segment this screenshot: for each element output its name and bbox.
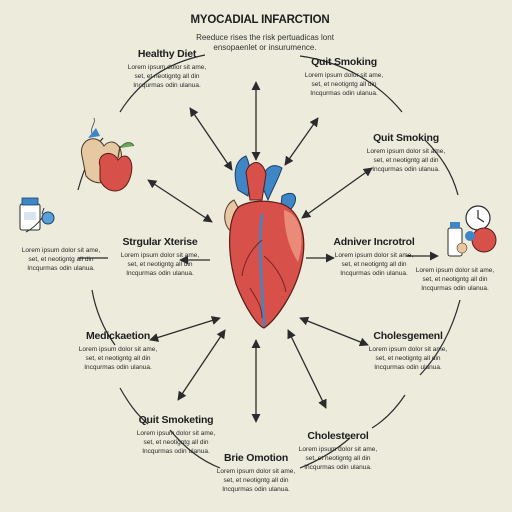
node-text-line: set, et neotigntg all din	[127, 261, 193, 268]
node-text-line: Lorem ipsum dolor sit ame,	[78, 346, 158, 353]
node-text-line: set, et neotigntg all din	[143, 439, 209, 446]
ring-arc-top-right	[299, 55, 403, 113]
arrow-left-upper	[147, 179, 213, 223]
node-text-line: Lorem ipsum dolor sit ame,	[21, 247, 101, 254]
medicine-bottle-icon	[19, 197, 41, 231]
node-text-line: set, et neotigntg all din	[85, 355, 151, 362]
arrow-right-upper	[301, 167, 373, 219]
node-text-line: Lorem ipsum dolor sit ame,	[334, 252, 414, 259]
node-brie-emotion: Brie Omotion Lorem ipsum dolor sit ame, …	[196, 452, 316, 494]
node-text-line: set, et neotigntg all din	[422, 276, 488, 283]
node-heading: Quit Smoking	[373, 132, 439, 144]
ring-arc-right-lower	[419, 299, 461, 376]
node-text-line: set, et neotigntg all din	[223, 477, 289, 484]
node-text: Lorem ipsum dolor sit ame, set, et neoti…	[107, 63, 227, 90]
node-text: Lorem ipsum dolor sit ame, set, et neoti…	[116, 429, 236, 456]
node-text-line: Incqurmas odin ulanua.	[421, 285, 489, 292]
node-stress-exercise: Strgular Xterise Lorem ipsum dolor sit a…	[100, 236, 220, 278]
subtitle-line-1: Reeduce rises the risk pertuadicas lont	[196, 33, 334, 42]
ring-arc-left-lower	[91, 289, 116, 346]
apple-icon	[80, 117, 135, 192]
node-text-line: Lorem ipsum dolor sit ame,	[415, 267, 495, 274]
node-text: Lorem ipsum dolor sit ame, set, et neoti…	[314, 251, 434, 278]
node-heading: Quit Smoking	[311, 56, 377, 68]
node-text-line: Incqurmas odin ulanua.	[142, 448, 210, 455]
diagram-title: MYOCADIAL INFARCTION	[190, 14, 330, 26]
node-heading: Brie Omotion	[223, 452, 289, 464]
node-text: Lorem ipsum dolor sit ame, set, et neoti…	[58, 345, 178, 372]
node-text-line: Lorem ipsum dolor sit ame,	[304, 72, 384, 79]
arrow-up-left	[189, 107, 233, 171]
ring-arc-left-bottom	[119, 387, 149, 425]
outer-ring	[77, 54, 461, 469]
node-text-line: set, et neotigntg all din	[373, 157, 439, 164]
node-text: Lorem ipsum dolor sit ame, set, et neoti…	[284, 71, 404, 98]
ring-arc-bottom-right	[299, 437, 351, 469]
node-medication: Medickaetion Lorem ipsum dolor sit ame, …	[58, 330, 178, 372]
node-quit-smoking-bottom: Quit Smoketing Lorem ipsum dolor sit ame…	[116, 414, 236, 456]
node-text-line: Lorem ipsum dolor sit ame,	[368, 346, 448, 353]
node-text-line: set, et neotigntg all din	[375, 355, 441, 362]
node-text-line: Incqurmas odin ulanua.	[340, 270, 408, 277]
node-text-far-right: Lorem ipsum dolor sit ame, set, et neoti…	[400, 266, 510, 293]
ring-arc-top-left	[119, 54, 206, 113]
node-text-line: Lorem ipsum dolor sit ame,	[366, 148, 446, 155]
ring-arc-right-bottom	[371, 394, 406, 429]
node-text: Lorem ipsum dolor sit ame, set, et neoti…	[100, 251, 220, 278]
node-heading: Cholesgemenl	[373, 330, 443, 342]
node-text-line: Incqurmas odin ulanua.	[374, 364, 442, 371]
node-heading: Strgular Xterise	[122, 236, 198, 248]
clock-icon	[456, 205, 497, 254]
ring-arc-bottom-left	[169, 429, 221, 469]
node-heading: Quit Smoketing	[138, 414, 214, 426]
node-text-line: Incqurmas odin ulanua.	[27, 265, 95, 272]
node-heading: Adniver Incrotrol	[333, 236, 415, 248]
node-text-line: Incqurmas odin ulanua.	[310, 90, 378, 97]
stethoscope-icon	[25, 207, 55, 233]
node-text-line: Incqurmas odin ulanua.	[222, 486, 290, 493]
node-text-line: set, et neotigntg all din	[305, 455, 371, 462]
ring-arc-right-upper	[424, 139, 459, 196]
node-text-line: Lorem ipsum dolor sit ame,	[127, 64, 207, 71]
arrow-down-left	[177, 329, 226, 401]
node-heading: Medickaetion	[85, 330, 151, 342]
node-text-far-left: Lorem ipsum dolor sit ame, set, et neoti…	[6, 246, 116, 273]
node-text: Lorem ipsum dolor sit ame, set, et neoti…	[348, 345, 468, 372]
radial-arrows	[78, 81, 439, 423]
node-quit-smoking-top: Quit Smoking Lorem ipsum dolor sit ame, …	[284, 56, 404, 98]
arrow-right-lower	[299, 316, 369, 347]
node-text: Lorem ipsum dolor sit ame, set, et neoti…	[278, 445, 398, 472]
node-cholesterol-bottom: Cholesteerol Lorem ipsum dolor sit ame, …	[278, 430, 398, 472]
node-text-line: Incqurmas odin ulanua.	[133, 82, 201, 89]
node-text-line: Lorem ipsum dolor sit ame,	[298, 446, 378, 453]
node-text-line: Incqurmas odin ulanua.	[84, 364, 152, 371]
arrow-left-lower	[149, 316, 221, 342]
node-heading: Cholesteerol	[307, 430, 369, 442]
node-text-line: Lorem ipsum dolor sit ame,	[136, 430, 216, 437]
subtitle-line-2: ensopaenlet or insurumence.	[213, 43, 317, 52]
node-text: Lorem ipsum dolor sit ame, set, et neoti…	[346, 147, 466, 174]
node-text-line: Lorem ipsum dolor sit ame,	[216, 468, 296, 475]
arrow-up-right	[284, 117, 319, 166]
node-advise-control: Adniver Incrotrol Lorem ipsum dolor sit …	[314, 236, 434, 278]
arrow-down-right	[287, 329, 327, 409]
node-text-line: set, et neotigntg all din	[28, 256, 94, 263]
node-text-line: set, et neotigntg all din	[311, 81, 377, 88]
node-healthy-diet: Healthy Diet Lorem ipsum dolor sit ame, …	[107, 48, 227, 90]
node-text-line: set, et neotigntg all din	[134, 73, 200, 80]
node-text-line: Incqurmas odin ulanua.	[126, 270, 194, 277]
node-text-line: set, et neotigntg all din	[341, 261, 407, 268]
node-heading: Healthy Diet	[137, 48, 197, 60]
node-text-line: Incqurmas odin ulanua.	[372, 166, 440, 173]
node-text-line: Incqurmas odin ulanua.	[304, 464, 372, 471]
node-quit-smoking-right: Quit Smoking Lorem ipsum dolor sit ame, …	[346, 132, 466, 174]
diagram-subtitle: Reeduce rises the risk pertuadicas lont …	[180, 33, 350, 53]
node-cholesterol-right: Cholesgemenl Lorem ipsum dolor sit ame, …	[348, 330, 468, 372]
node-text-line: Lorem ipsum dolor sit ame,	[120, 252, 200, 259]
node-text: Lorem ipsum dolor sit ame, set, et neoti…	[196, 467, 316, 494]
heart-illustration	[224, 155, 305, 329]
